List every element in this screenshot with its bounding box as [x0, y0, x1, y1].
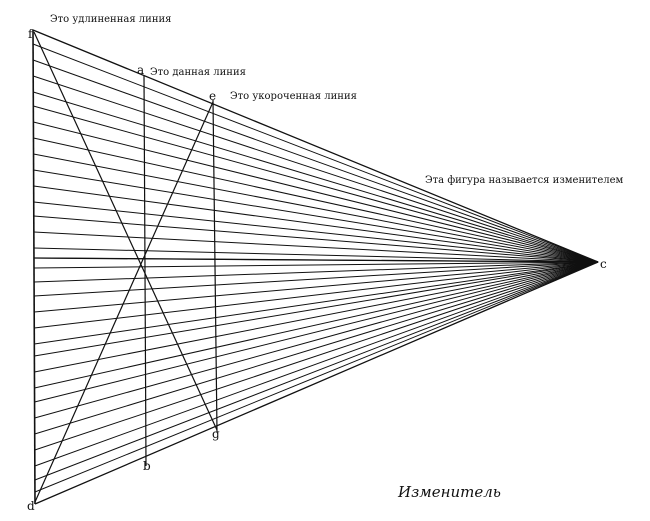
ray-line: [32, 59, 599, 263]
bottom-edge-ray: [34, 261, 599, 505]
lengthened-line: [32, 29, 36, 505]
ray-line: [34, 261, 599, 481]
ray-line: [34, 261, 599, 345]
ray-line: [34, 261, 599, 373]
shortened-line-label: Это укороченная линия: [230, 91, 357, 102]
ray-line: [34, 261, 599, 283]
ray-line: [33, 121, 599, 263]
ray-line: [34, 261, 599, 419]
ray-line: [33, 169, 599, 263]
ray-line: [33, 185, 599, 263]
ray-line: [34, 261, 599, 403]
top-edge-ray: [32, 29, 599, 263]
center-ray: [33, 257, 599, 263]
ray-line: [34, 261, 599, 329]
point-c-label: c: [600, 257, 607, 271]
given-line-label: Это данная линия: [150, 67, 246, 78]
ray-line: [33, 91, 599, 263]
ray-fan: [32, 43, 599, 493]
ray-line: [34, 261, 599, 313]
ray-line: [33, 105, 599, 263]
ray-line: [33, 153, 599, 263]
point-d-label: d: [27, 499, 35, 513]
ray-line: [33, 261, 599, 269]
ray-line: [34, 261, 599, 493]
ray-line: [32, 43, 599, 263]
ray-line: [33, 215, 599, 263]
diagram-caption: Изменитель: [397, 483, 501, 501]
ray-line: [34, 261, 599, 435]
ray-line: [33, 247, 599, 263]
ray-line: [34, 261, 599, 357]
ray-line: [34, 261, 599, 389]
diagonal-top-left-to-bottom: [33, 31, 218, 431]
figure-name-label: Эта фигура называется изменителем: [425, 175, 624, 186]
given-line: [143, 75, 147, 467]
ray-line: [33, 75, 599, 263]
ray-line: [34, 261, 599, 451]
ray-line: [34, 261, 599, 297]
point-b-label: b: [143, 459, 151, 473]
ray-line: [33, 137, 599, 263]
point-e-label: e: [209, 89, 216, 103]
diagonal-bottom-left-to-top: [34, 101, 214, 503]
ray-line: [34, 261, 599, 467]
shortened-line: [212, 99, 218, 433]
point-f-label: f: [28, 27, 34, 41]
point-a-label: a: [137, 63, 144, 77]
lengthened-line-label: Это удлиненная линия: [50, 14, 171, 25]
ray-line: [33, 201, 599, 263]
point-g-label: g: [212, 427, 220, 441]
